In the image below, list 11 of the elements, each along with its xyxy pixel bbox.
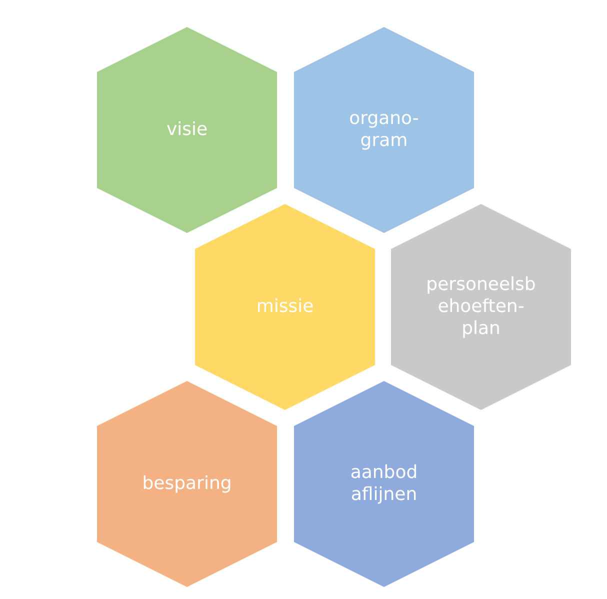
hexagon-tile — [294, 381, 474, 587]
tile-label: organo- gram — [349, 108, 419, 152]
hexagon-tile — [97, 381, 277, 587]
hexagon-tile — [195, 204, 375, 410]
hexagon-tile — [391, 204, 571, 410]
tile-label: besparing — [142, 473, 232, 495]
tile-label: visie — [166, 119, 208, 141]
hexagon-tile — [294, 27, 474, 233]
tile-label: missie — [256, 296, 314, 318]
tile-label: aanbod aflijnen — [350, 462, 418, 506]
hexagon-tile — [97, 27, 277, 233]
